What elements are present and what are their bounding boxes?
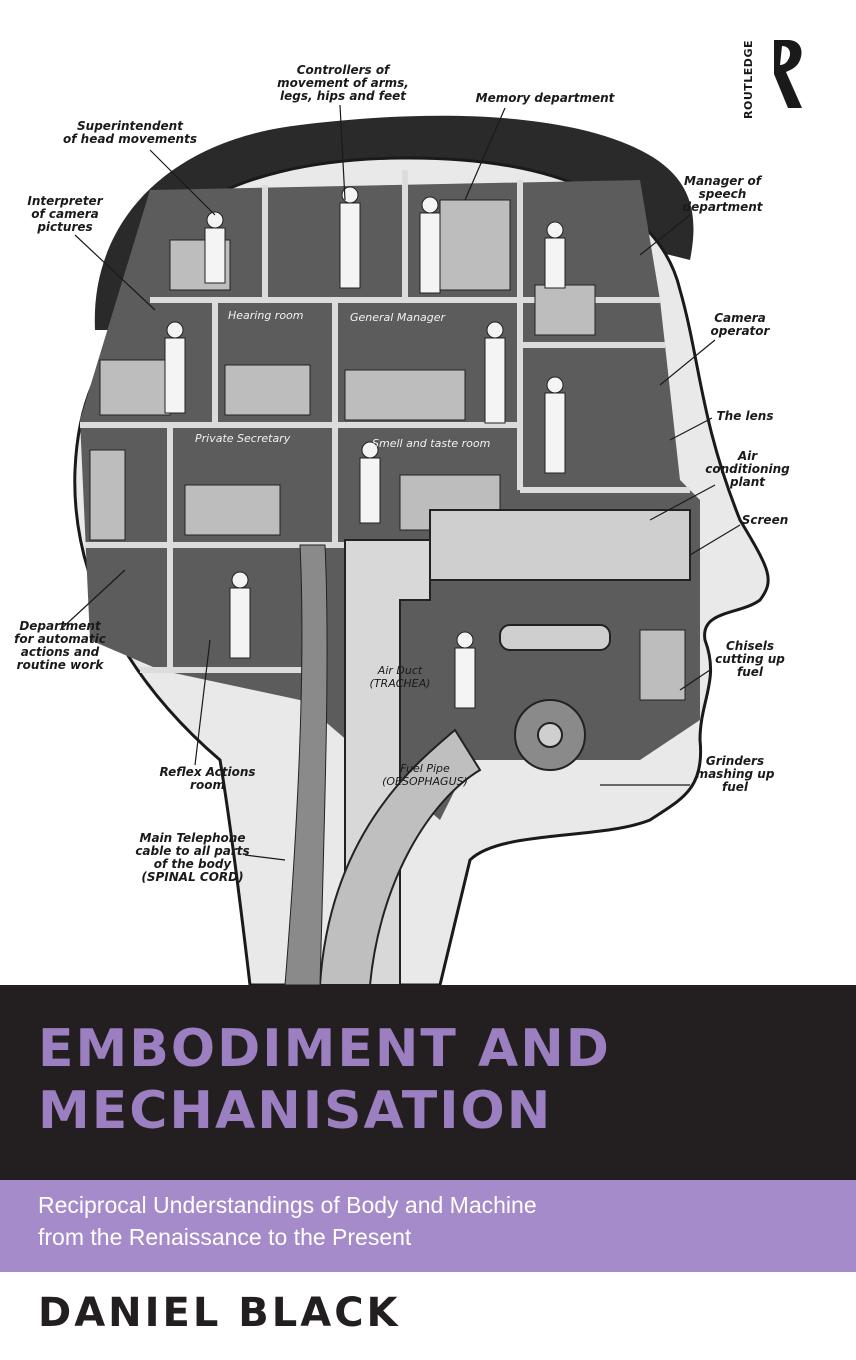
furniture-details <box>89 199 596 541</box>
room-label-smell-taste: Smell and taste room <box>372 437 491 450</box>
callout-screen: Screen <box>741 513 789 527</box>
author-name: DANIEL BLACK <box>38 1290 401 1336</box>
callout-camera-operator: Camera operator <box>710 311 770 338</box>
callout-chisels: Chisels cutting up fuel <box>715 639 785 679</box>
callout-automatic-department: Department for automatic actions and rou… <box>14 619 106 672</box>
publisher-name: ROUTLEDGE <box>742 40 755 119</box>
book-subtitle-line-2: from the Renaissance to the Present <box>38 1224 412 1250</box>
callout-air-conditioning: Air conditioning plant <box>705 449 790 489</box>
callout-memory-department: Memory department <box>475 91 615 105</box>
callout-grinders: Grinders mashing up fuel <box>695 754 775 794</box>
book-title-line-1: EMBODIMENT AND <box>38 1019 611 1079</box>
head-cutaway-drawing <box>59 104 770 985</box>
interior-rooms-backdrop <box>80 180 700 820</box>
book-title-line-2: MECHANISATION <box>38 1081 553 1141</box>
callout-interpreter: Interpreter of camera pictures <box>27 194 103 234</box>
callout-reflex-actions: Reflex Actions room <box>159 765 256 792</box>
callout-lens: The lens <box>716 409 774 423</box>
room-label-private-secretary: Private Secretary <box>195 432 291 445</box>
label-fuel-pipe: Fuel Pipe (OESOPHAGUS) <box>382 762 468 788</box>
callout-controllers: Controllers of movement of arms, legs, h… <box>277 63 409 103</box>
callout-main-telephone: Main Telephone cable to all parts of the… <box>135 831 250 884</box>
hair-shape <box>94 115 694 330</box>
callout-superintendent: Superintendent of head movements <box>63 119 197 146</box>
callout-manager-speech: Manager of speech department <box>682 174 763 214</box>
book-subtitle-line-1: Reciprocal Understandings of Body and Ma… <box>38 1192 537 1218</box>
room-label-hearing: Hearing room <box>228 309 304 322</box>
label-air-duct: Air Duct (TRACHEA) <box>369 664 431 690</box>
title-band: EMBODIMENT AND MECHANISATION <box>0 985 856 1180</box>
subtitle-band: Reciprocal Understandings of Body and Ma… <box>0 1180 856 1272</box>
worker-figures <box>164 186 566 709</box>
cover-illustration: Controllers of movement of arms, legs, h… <box>14 63 790 985</box>
fuel-pipe <box>318 728 482 985</box>
callout-pointers <box>59 104 741 861</box>
room-label-general-manager: General Manager <box>350 311 446 324</box>
routledge-logo-icon <box>774 40 802 108</box>
spinal-cord-cable <box>284 544 328 985</box>
